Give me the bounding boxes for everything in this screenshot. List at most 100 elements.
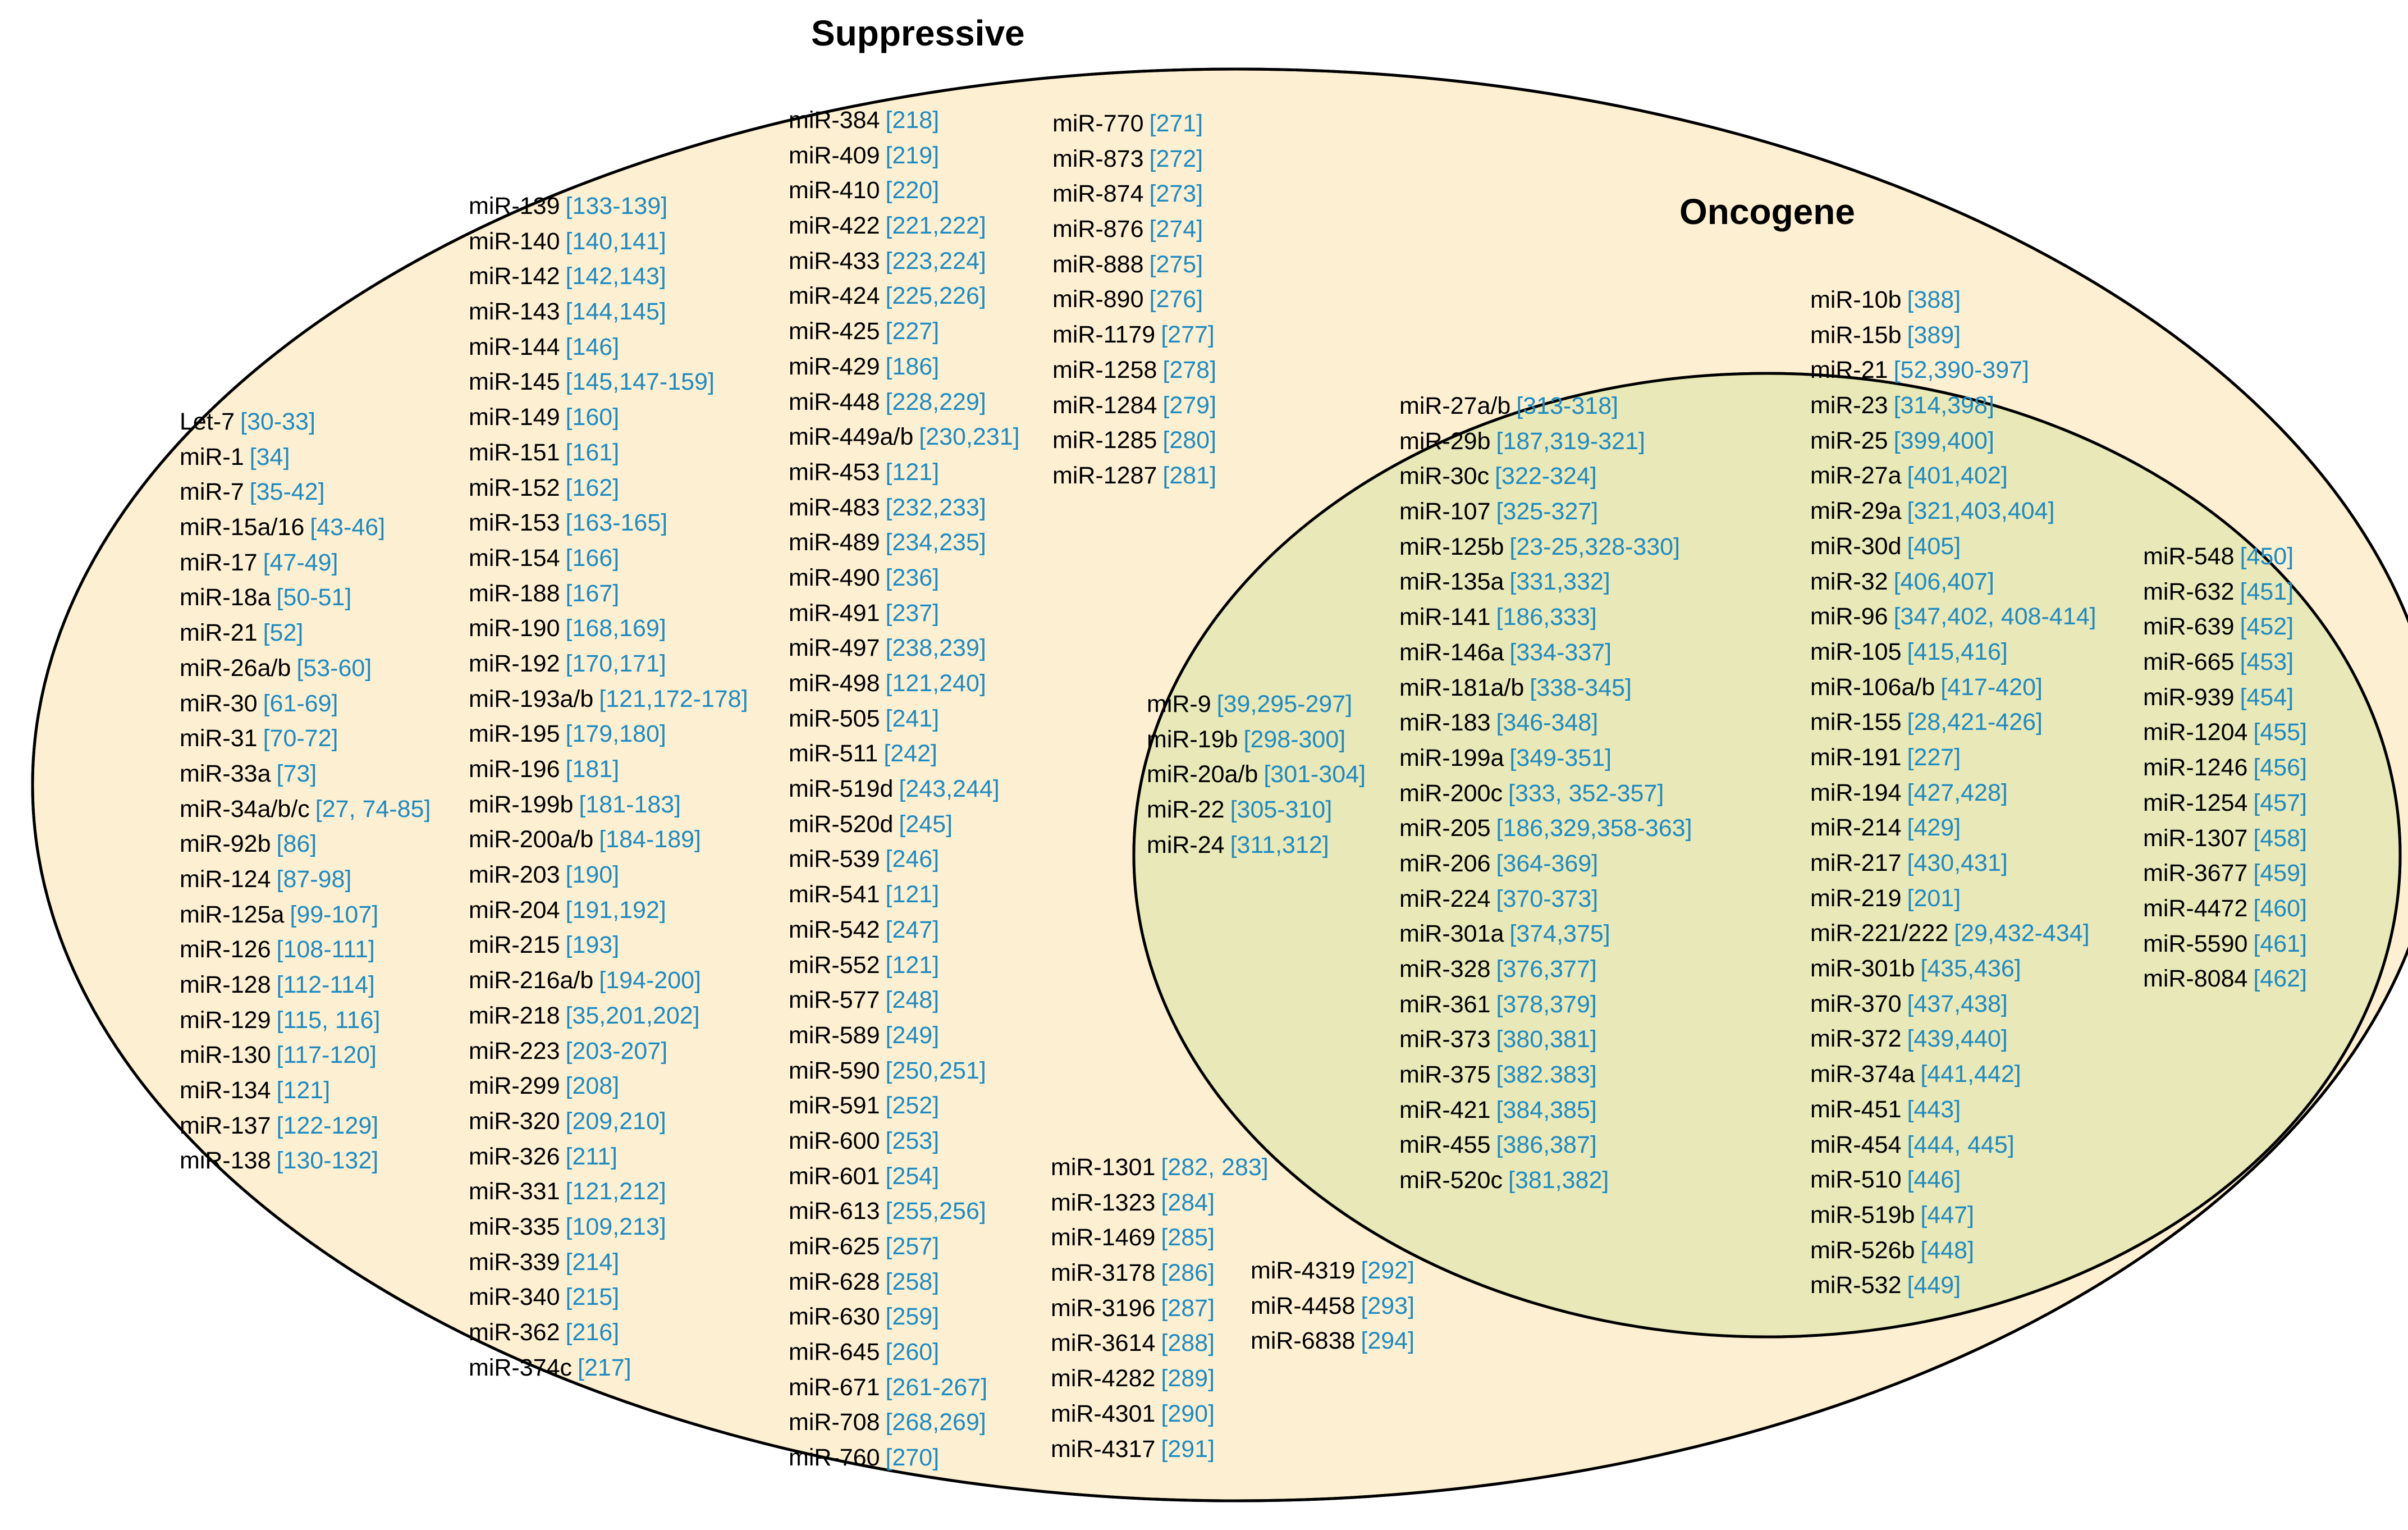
reference-citation: [242] <box>883 740 937 768</box>
mirna-entry: miR-200a/b[184-189] <box>469 822 748 857</box>
reference-citation: [322-324] <box>1495 463 1597 490</box>
mirna-name: miR-10b <box>1810 286 1902 313</box>
reference-citation: [217] <box>578 1354 631 1381</box>
mirna-entry: miR-18a[50-51] <box>180 580 431 615</box>
mirna-entry: miR-25[399,400] <box>1810 423 2096 459</box>
reference-citation: [284] <box>1161 1189 1215 1216</box>
mirna-name: miR-30d <box>1810 532 1902 560</box>
mirna-name: miR-3677 <box>2143 860 2248 887</box>
mirna-name: miR-1 <box>180 443 244 471</box>
reference-citation: [179,180] <box>565 720 666 748</box>
mirna-name: miR-1287 <box>1052 462 1157 489</box>
mirna-entry: miR-335[109,213] <box>469 1209 748 1245</box>
reference-citation: [252] <box>885 1092 940 1120</box>
reference-citation: [121] <box>885 881 940 908</box>
reference-citation: [277] <box>1161 321 1215 349</box>
mirna-name: miR-200c <box>1399 779 1503 807</box>
reference-citation: [388] <box>1907 286 1961 313</box>
mirna-name: miR-1285 <box>1052 427 1157 454</box>
mirna-name: miR-301a <box>1399 920 1504 948</box>
reference-citation: [236] <box>885 564 940 591</box>
mirna-entry: miR-613[255,256] <box>789 1194 1020 1229</box>
reference-citation: [462] <box>2253 965 2308 993</box>
mirna-entry: miR-152[162] <box>469 471 748 506</box>
reference-citation: [73] <box>276 760 317 787</box>
mirna-name: miR-22 <box>1147 796 1225 824</box>
mirna-entry: miR-218[35,201,202] <box>469 998 748 1034</box>
reference-citation: [461] <box>2253 930 2308 957</box>
mirna-entry: miR-510[446] <box>1810 1162 2096 1198</box>
mirna-name: miR-194 <box>1810 779 1902 806</box>
mirna-name: miR-155 <box>1810 709 1902 736</box>
mirna-entry: miR-3196[287] <box>1051 1291 1269 1326</box>
mirna-entry: miR-1[34] <box>180 440 431 475</box>
reference-citation: [133-139] <box>565 193 668 220</box>
reference-citation: [181-183] <box>579 791 681 818</box>
reference-citation: [281] <box>1162 462 1217 489</box>
mirna-name: miR-27a <box>1810 462 1902 490</box>
mirna-name: miR-708 <box>789 1409 880 1436</box>
mirna-name: miR-1284 <box>1052 391 1157 419</box>
mirna-entry: miR-519b[447] <box>1810 1198 2096 1233</box>
mirna-entry: Let-7[30-33] <box>180 404 431 440</box>
reference-citation: [292] <box>1361 1257 1415 1284</box>
mirna-entry: miR-491[237] <box>789 596 1020 631</box>
mirna-name: miR-511 <box>789 740 878 768</box>
mirna-name: miR-451 <box>1810 1095 1902 1123</box>
mirna-name: miR-204 <box>469 896 560 924</box>
mirna-entry: miR-27a/b[313-318] <box>1399 389 1692 424</box>
mirna-name: miR-17 <box>180 549 258 576</box>
mirna-entry: miR-326[211] <box>469 1139 748 1175</box>
mirna-entry: miR-183[346-348] <box>1399 705 1692 741</box>
mirna-name: miR-630 <box>789 1303 880 1331</box>
reference-citation: [444, 445] <box>1907 1131 2015 1158</box>
reference-citation: [401,402] <box>1907 462 2008 490</box>
reference-citation: [121] <box>276 1077 331 1104</box>
mirna-entry: miR-519d[243,244] <box>789 771 1020 807</box>
mirna-name: miR-32 <box>1810 568 1888 595</box>
mirna-entry: miR-139[133-139] <box>469 189 748 224</box>
mirna-entry: miR-203[190] <box>469 857 748 893</box>
mirna-entry: miR-191[227] <box>1810 740 2096 775</box>
mirna-entry: miR-4317[291] <box>1051 1432 1269 1467</box>
mirna-name: miR-1301 <box>1051 1154 1156 1181</box>
mirna-name: miR-433 <box>789 247 880 275</box>
reference-citation: [453] <box>2240 648 2294 676</box>
mirna-name: miR-4317 <box>1051 1435 1156 1463</box>
mirna-entry: miR-373[380,381] <box>1399 1022 1692 1057</box>
mirna-name: miR-215 <box>469 931 560 959</box>
mirna-entry: miR-449a/b[230,231] <box>789 419 1020 455</box>
reference-citation: [184-189] <box>599 826 701 853</box>
reference-citation: [261-267] <box>885 1373 988 1401</box>
mirna-name: miR-25 <box>1810 427 1888 454</box>
mirna-entry: miR-190[168,169] <box>469 611 748 646</box>
mirna-name: miR-505 <box>789 705 880 732</box>
overlap-column-1: miR-9[39,295-297]miR-19b[298-300]miR-20a… <box>1147 687 1366 862</box>
reference-citation: [406,407] <box>1893 568 1994 595</box>
reference-citation: [209,210] <box>565 1107 666 1135</box>
mirna-name: miR-139 <box>469 193 560 220</box>
reference-citation: [146] <box>565 333 620 360</box>
reference-citation: [238,239] <box>885 634 986 662</box>
reference-citation: [163-165] <box>565 509 668 537</box>
mirna-name: miR-3614 <box>1051 1330 1156 1357</box>
reference-citation: [28,421-426] <box>1907 709 2043 736</box>
reference-citation: [301-304] <box>1263 761 1366 788</box>
mirna-name: miR-645 <box>789 1339 880 1366</box>
mirna-entry: miR-92b[86] <box>180 826 431 862</box>
mirna-entry: miR-107[325-327] <box>1399 494 1692 529</box>
mirna-name: miR-542 <box>789 916 880 943</box>
mirna-entry: miR-490[236] <box>789 560 1020 596</box>
mirna-name: miR-1258 <box>1052 356 1157 383</box>
reference-citation: [186,329,358-363] <box>1496 815 1692 842</box>
reference-citation: [145,147-159] <box>565 368 715 396</box>
reference-citation: [52,390-397] <box>1893 357 2030 384</box>
mirna-entry: miR-31[70-72] <box>180 721 431 756</box>
mirna-entry: miR-591[252] <box>789 1088 1020 1123</box>
mirna-name: miR-152 <box>469 474 560 501</box>
mirna-entry: miR-140[140,141] <box>469 224 748 259</box>
mirna-name: miR-589 <box>789 1021 880 1049</box>
mirna-entry: miR-224[370-373] <box>1399 882 1692 917</box>
mirna-entry: miR-105[415,416] <box>1810 634 2096 670</box>
